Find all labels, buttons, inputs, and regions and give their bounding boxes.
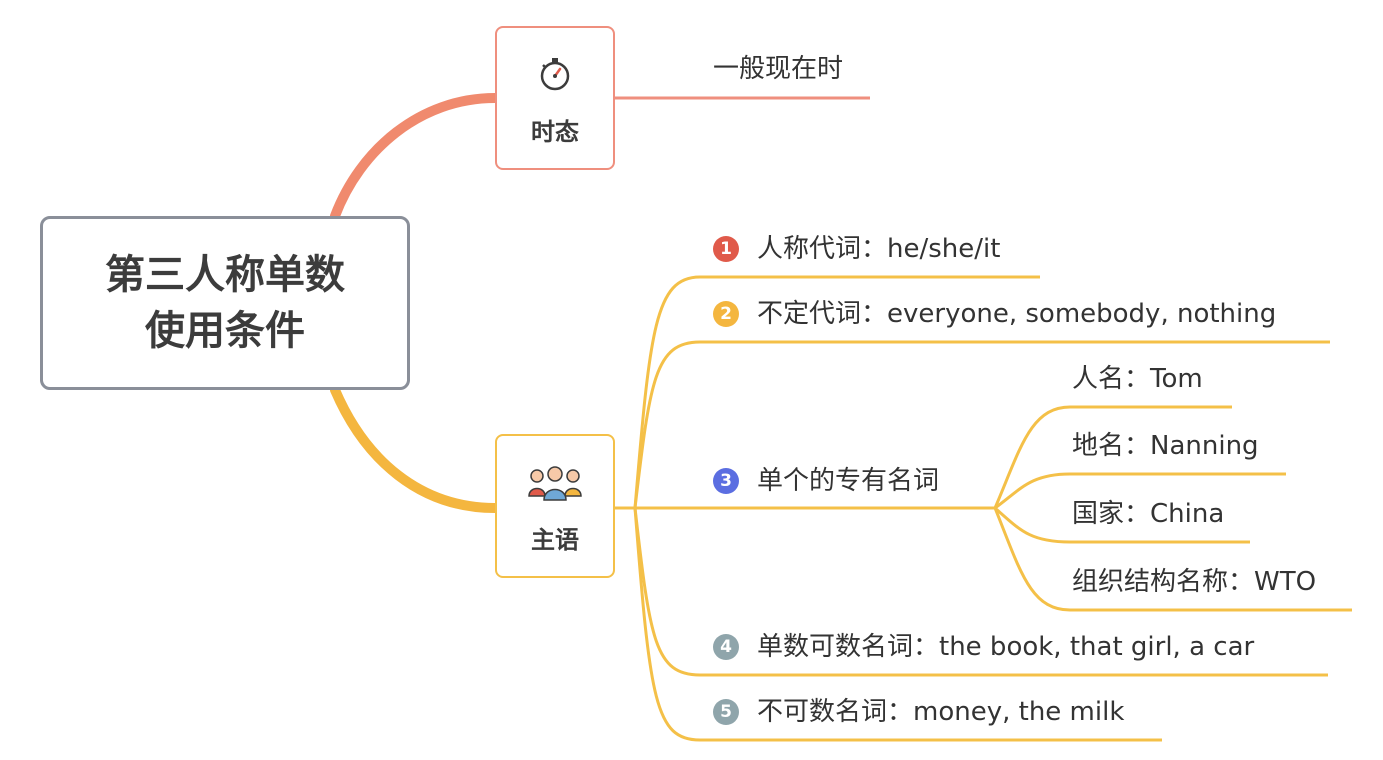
leaf-text: 单数可数名词：the book, that girl, a car (757, 632, 1255, 662)
leaf-text: 单个的专有名词 (757, 466, 940, 496)
leaf-text: 国家：China (1072, 499, 1225, 529)
number-badge-3: 3 (713, 468, 739, 494)
leaf-personal-pronoun[interactable]: 1 人称代词：he/she/it (713, 232, 1000, 266)
leaf-proper-noun[interactable]: 3 单个的专有名词 (713, 464, 939, 498)
number-badge-4: 4 (713, 634, 739, 660)
leaf-person-name[interactable]: 人名：Tom (1072, 362, 1203, 396)
leaf-country[interactable]: 国家：China (1072, 497, 1224, 531)
leaf-text: 一般现在时 (713, 54, 844, 84)
connector-proper-2 (994, 472, 1286, 510)
connector-subject-1 (633, 275, 1040, 509)
leaf-singular-countable[interactable]: 4 单数可数名词：the book, that girl, a car (713, 630, 1254, 664)
leaf-indefinite-pronoun[interactable]: 2 不定代词：everyone, somebody, nothing (713, 297, 1276, 331)
connector-proper-3 (994, 506, 1250, 544)
leaf-organization[interactable]: 组织结构名称：WTO (1072, 565, 1316, 599)
number-badge-1: 1 (713, 236, 739, 262)
leaf-text: 地名：Nanning (1072, 431, 1259, 461)
connector-subject-2 (633, 340, 1330, 509)
people-group-icon (525, 458, 585, 506)
connector-subject-4 (633, 507, 1328, 677)
leaf-text: 不定代词：everyone, somebody, nothing (757, 299, 1277, 329)
leaf-uncountable[interactable]: 5 不可数名词：money, the milk (713, 695, 1124, 729)
leaf-text: 组织结构名称：WTO (1072, 567, 1317, 597)
leaf-present-simple[interactable]: 一般现在时 (713, 52, 843, 86)
connector-subject-5 (633, 507, 1162, 742)
connector-proper-1 (993, 405, 1232, 509)
branch-tense[interactable]: 时态 (495, 26, 615, 170)
connector-proper-4 (993, 507, 1352, 612)
leaf-text: 不可数名词：money, the milk (757, 697, 1125, 727)
leaf-text: 人称代词：he/she/it (757, 234, 1001, 264)
stopwatch-icon (535, 50, 575, 98)
connector-root-subject (330, 385, 500, 513)
number-badge-2: 2 (713, 301, 739, 327)
branch-tense-label: 时态 (531, 117, 579, 146)
connector-root-tense (330, 93, 500, 221)
root-title-line2: 使用条件 (145, 308, 305, 354)
leaf-place-name[interactable]: 地名：Nanning (1072, 429, 1259, 463)
root-topic[interactable]: 第三人称单数 使用条件 (40, 216, 410, 390)
branch-subject-label: 主语 (531, 525, 579, 554)
number-badge-5: 5 (713, 699, 739, 725)
root-title-line1: 第三人称单数 (105, 252, 345, 298)
branch-subject[interactable]: 主语 (495, 434, 615, 578)
leaf-text: 人名：Tom (1072, 364, 1203, 394)
